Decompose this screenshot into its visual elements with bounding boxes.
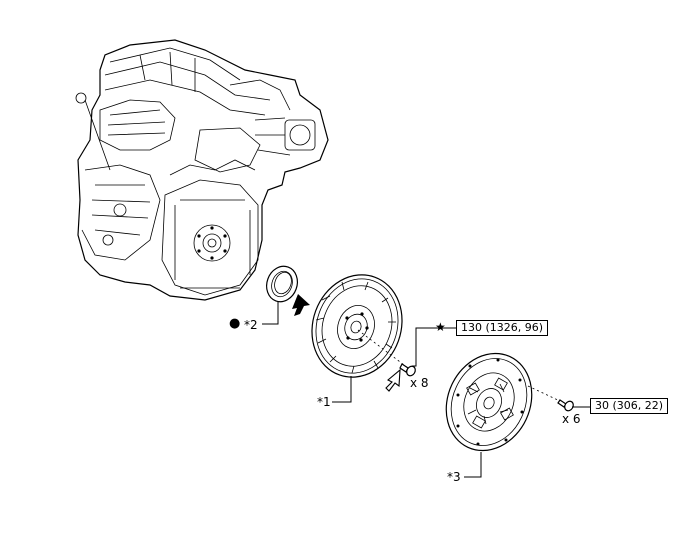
oil-seal-drawing xyxy=(266,265,298,303)
flywheel-bolt-alignment-line xyxy=(357,329,409,369)
engine-block-drawing xyxy=(75,39,329,301)
disc-bolt-alignment-line xyxy=(527,385,563,403)
install-arrow-icon xyxy=(292,294,310,316)
flywheel-drawing xyxy=(311,274,403,378)
disc-part-label: *3 xyxy=(447,470,461,484)
outline-arrow-icon xyxy=(385,368,401,392)
disc-bolt-drawing xyxy=(557,399,574,412)
star-symbol: ★ xyxy=(435,320,446,334)
new-part-symbol: ● xyxy=(229,316,241,331)
flywheel-bolt-quantity: x 8 xyxy=(410,376,429,390)
clutch-disc-drawing xyxy=(445,352,533,452)
flywheel-torque-spec: 130 (1326, 96) xyxy=(456,320,549,336)
disc-torque-spec: 30 (306, 22) xyxy=(590,398,669,414)
seal-part-label: *2 xyxy=(244,318,258,332)
leader-lines xyxy=(262,302,590,478)
disc-bolt-quantity: x 6 xyxy=(562,412,581,426)
flywheel-bolt-drawing xyxy=(399,363,416,377)
flywheel-part-label: *1 xyxy=(317,395,331,409)
